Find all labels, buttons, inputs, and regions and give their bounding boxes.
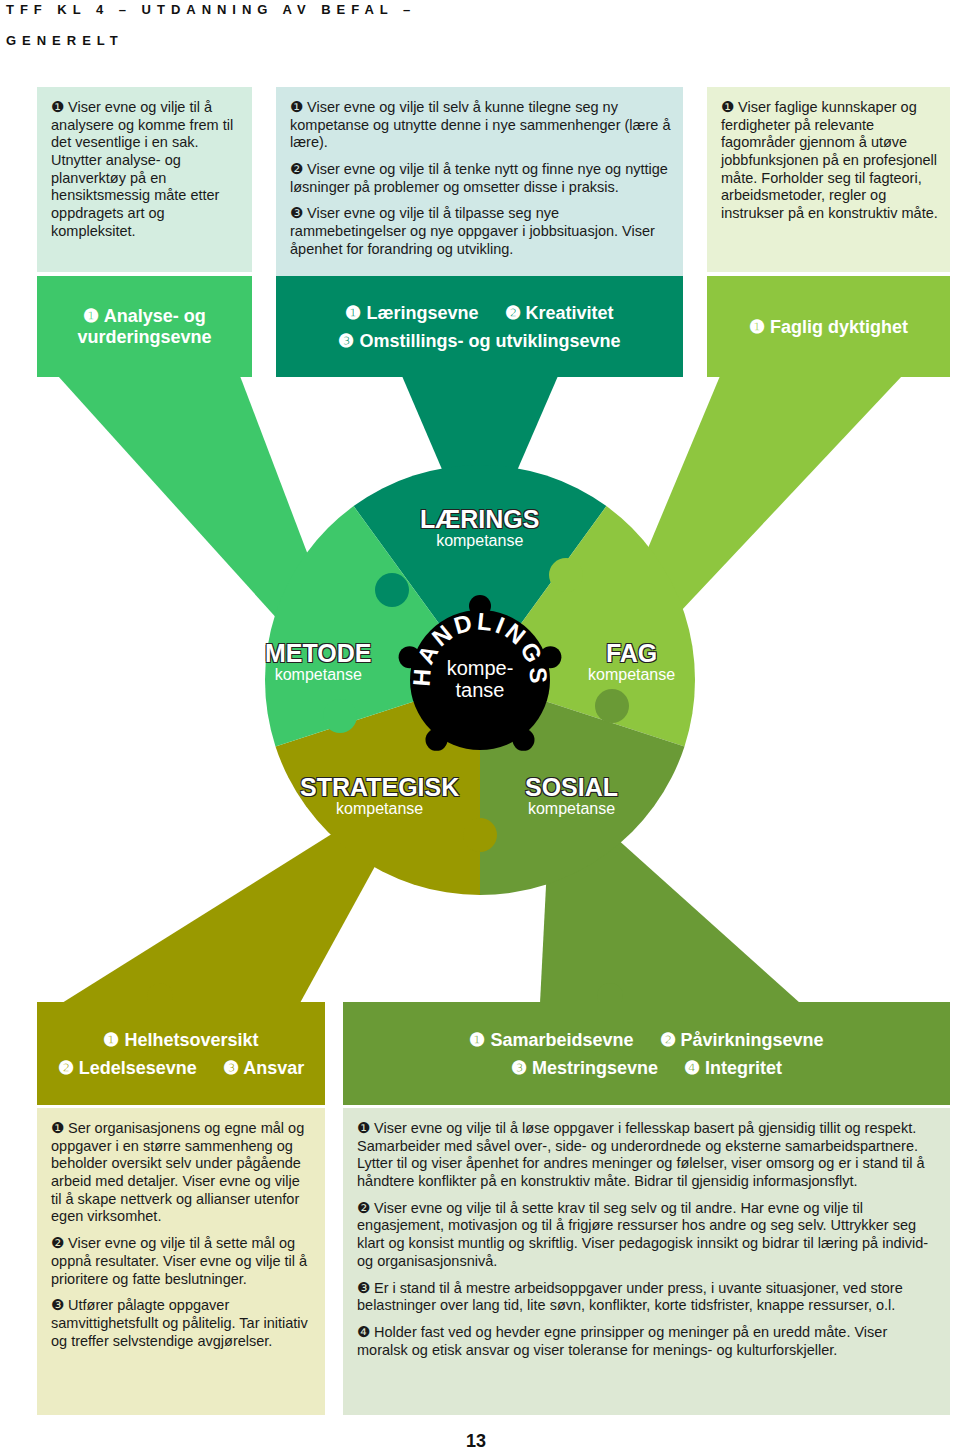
description-box: ❶ Viser evne og vilje til selv å kunne t… (276, 87, 683, 280)
description-text: ❶ Viser evne og vilje til selv å kunne t… (290, 99, 671, 152)
band-row: ❶ Helhetsoversikt (103, 1029, 258, 1051)
center-piece: HANDLINGSkompe- tanse (395, 595, 565, 765)
band-row: ❶ Analyse- og vurderingsevne (45, 305, 244, 348)
band-row: ❷ Ledelsesevne ❸ Ansvar (58, 1057, 304, 1079)
ability-name: ❶ Samarbeidsevne (469, 1029, 633, 1051)
competence-subtitle: kompetanse (420, 532, 539, 550)
ability-name: ❷ Ledelsesevne (58, 1057, 197, 1079)
page-number: 13 (466, 1431, 486, 1452)
competence-subtitle: kompetanse (588, 666, 675, 684)
band-row: ❸ Mestringsevne ❹ Integritet (511, 1057, 782, 1079)
ability-name: ❸ Ansvar (223, 1057, 304, 1079)
center-subtitle: kompe- tanse (445, 657, 515, 701)
competence-subtitle: kompetanse (300, 800, 459, 818)
competence-title: FAG (588, 640, 675, 666)
band-row: ❶ Samarbeidsevne ❷ Påvirkningsevne (469, 1029, 823, 1051)
description-text: ❹ Holder fast ved og hevder egne prinsip… (357, 1324, 938, 1359)
description-box: ❶ Viser evne og vilje til å løse oppgave… (343, 1108, 950, 1415)
description-text: ❷ Viser evne og vilje til å sette mål og… (51, 1235, 313, 1288)
ability-name: ❶ Helhetsoversikt (103, 1029, 258, 1051)
description-text: ❶ Viser faglige kunnskaper og ferdighete… (721, 99, 938, 223)
band-row: ❸ Omstillings- og utviklingsevne (338, 330, 620, 352)
ability-name: ❷ Kreativitet (505, 302, 614, 324)
competence-piece: STRATEGISKkompetanse (300, 774, 459, 818)
description-box: ❶ Viser faglige kunnskaper og ferdighete… (707, 87, 950, 272)
description-text: ❸ Utfører pålagte oppgaver samvittighets… (51, 1297, 313, 1350)
competence-subtitle: kompetanse (265, 666, 372, 684)
description-text: ❸ Viser evne og vilje til å tilpasse seg… (290, 205, 671, 258)
ability-name: ❹ Integritet (684, 1057, 782, 1079)
description-box: ❶ Ser organisasjonens og egne mål og opp… (37, 1108, 325, 1415)
competence-subtitle: kompetanse (525, 800, 618, 818)
ability-name: ❶ Analyse- og vurderingsevne (45, 305, 244, 348)
description-text: ❶ Ser organisasjonens og egne mål og opp… (51, 1120, 313, 1226)
ability-name: ❶ Læringsevne (345, 302, 478, 324)
competence-title: METODE (265, 640, 372, 666)
ability-name: ❸ Omstillings- og utviklingsevne (338, 330, 620, 352)
ability-band: ❶ Helhetsoversikt ❷ Ledelsesevne ❸ Ansvar (37, 1002, 325, 1105)
description-box: ❶ Viser evne og vilje til å analysere og… (37, 87, 252, 272)
band-row: ❶ Læringsevne ❷ Kreativitet (345, 302, 613, 324)
puzzle-knob (463, 818, 497, 852)
band-row: ❶ Faglig dyktighet (749, 316, 908, 338)
description-text: ❶ Viser evne og vilje til å løse oppgave… (357, 1120, 938, 1191)
page-header: GENERELT (6, 33, 124, 48)
ability-band: ❶ Faglig dyktighet (707, 276, 950, 377)
page-header: TFF KL 4 – UTDANNING AV BEFAL – (6, 2, 416, 17)
description-text: ❶ Viser evne og vilje til å analysere og… (51, 99, 240, 241)
competence-piece: LÆRINGSkompetanse (420, 506, 539, 550)
puzzle-knob (549, 558, 583, 592)
description-text: ❷ Viser evne og vilje til å sette krav t… (357, 1200, 938, 1271)
competence-piece: SOSIALkompetanse (525, 774, 618, 818)
puzzle-knob (323, 699, 357, 733)
competence-title: SOSIAL (525, 774, 618, 800)
ability-band: ❶ Læringsevne ❷ Kreativitet ❸ Omstillings-… (276, 276, 683, 377)
competence-piece: METODEkompetanse (265, 640, 372, 684)
competence-title: STRATEGISK (300, 774, 459, 800)
ability-name: ❶ Faglig dyktighet (749, 316, 908, 338)
puzzle-knob (375, 573, 409, 607)
description-text: ❸ Er i stand til å mestre arbeidsoppgave… (357, 1280, 938, 1315)
description-text: ❷ Viser evne og vilje til å tenke nytt o… (290, 161, 671, 196)
puzzle-knob (595, 689, 629, 723)
ability-name: ❸ Mestringsevne (511, 1057, 658, 1079)
ability-band: ❶ Samarbeidsevne❷ Påvirkningsevne❸ Mestr… (343, 1002, 950, 1105)
ability-band: ❶ Analyse- og vurderingsevne (37, 276, 252, 377)
competence-title: LÆRINGS (420, 506, 539, 532)
ability-name: ❷ Påvirkningsevne (660, 1029, 824, 1051)
competence-piece: FAGkompetanse (588, 640, 675, 684)
